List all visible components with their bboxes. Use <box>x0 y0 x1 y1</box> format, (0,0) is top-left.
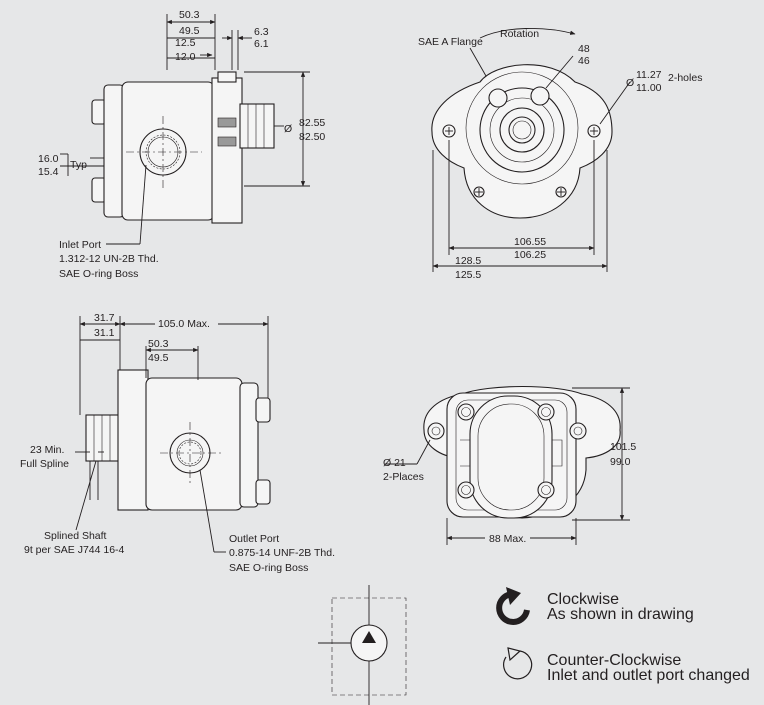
dim-6-1: 6.1 <box>254 38 269 50</box>
dim-6-3: 6.3 <box>254 26 269 38</box>
outlet-port-label: Outlet Port <box>229 533 279 545</box>
ccw-subtitle: Inlet and outlet port changed <box>547 667 750 684</box>
splined-shaft-label: Splined Shaft <box>44 530 107 542</box>
dim-106-25: 106.25 <box>514 249 546 261</box>
dim-11-27: 11.27 <box>636 69 662 81</box>
outlet-port-boss: SAE O-ring Boss <box>229 562 308 574</box>
inlet-port-boss: SAE O-ring Boss <box>59 268 138 280</box>
rear-view <box>423 385 621 519</box>
splined-shaft-spec: 9t per SAE J744 16-4 <box>24 544 125 556</box>
full-spline-label: Full Spline <box>20 458 69 470</box>
dim-125-5: 125.5 <box>455 269 481 281</box>
dim-50-3: 50.3 <box>179 9 200 21</box>
dim-82-55: 82.55 <box>299 117 325 129</box>
outlet-port-thread: 0.875-14 UNF-2B Thd. <box>229 547 335 559</box>
hole-dia-symbol: Ø <box>626 77 634 89</box>
pump-arrow-icon <box>362 631 376 643</box>
two-places-label: 2-Places <box>383 471 424 483</box>
sae-flange-label: SAE A Flange <box>418 36 483 48</box>
dim-46: 46 <box>578 55 590 67</box>
side-view-outlet <box>85 369 271 511</box>
inlet-port-thread: 1.312-12 UN-2B Thd. <box>59 253 159 265</box>
dim-128-5: 128.5 <box>455 255 481 267</box>
dim-31-7: 31.7 <box>94 312 115 324</box>
typ-label: Typ <box>70 159 87 171</box>
dim-88-max: 88 Max. <box>489 533 526 545</box>
inlet-port-label: Inlet Port <box>59 239 101 251</box>
dim-50-3-lower: 50.3 <box>148 338 169 350</box>
dim-16-0: 16.0 <box>38 153 59 165</box>
dim-105-max: 105.0 Max. <box>158 318 210 330</box>
dim-49-5: 49.5 <box>179 25 200 37</box>
dim-82-50: 82.50 <box>299 131 325 143</box>
hydraulic-pump-symbol <box>318 585 407 705</box>
ccw-title: Counter-Clockwise <box>547 652 681 669</box>
dim-11-00: 11.00 <box>636 82 662 94</box>
dia-21-label: Ø 21 <box>383 457 406 469</box>
dim-49-5-lower: 49.5 <box>148 352 169 364</box>
counter-clockwise-icon <box>503 647 533 680</box>
dia-symbol-shaft: Ø <box>284 123 292 135</box>
dim-31-1: 31.1 <box>94 327 115 339</box>
dim-12-0: 12.0 <box>175 51 196 63</box>
clockwise-icon <box>496 587 530 625</box>
dim-12-5: 12.5 <box>175 37 196 49</box>
dim-48: 48 <box>578 43 590 55</box>
clockwise-title: Clockwise <box>547 591 619 608</box>
dim-101-5: 101.5 <box>610 441 636 453</box>
two-holes-label: 2-holes <box>668 72 702 84</box>
dim-106-55: 106.55 <box>514 236 546 248</box>
min-spline-label: 23 Min. <box>30 444 64 456</box>
rotation-label: Rotation <box>500 28 539 40</box>
dim-99-0: 99.0 <box>610 456 631 468</box>
front-view-flange <box>431 64 613 219</box>
dim-15-4: 15.4 <box>38 166 59 178</box>
clockwise-subtitle: As shown in drawing <box>547 606 694 623</box>
side-view-inlet <box>91 71 275 224</box>
